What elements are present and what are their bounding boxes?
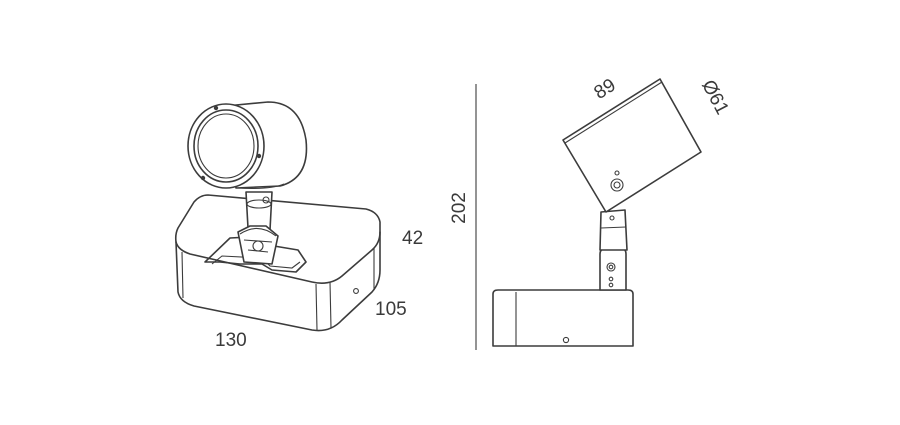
perspective-view: 130 105 42 (174, 101, 423, 351)
head-diameter-label: Ø61 (697, 77, 732, 119)
depth-label: 105 (375, 299, 407, 320)
side-arm (599, 209, 628, 291)
base-height-label: 42 (402, 228, 423, 249)
base-box (174, 194, 381, 332)
total-height-label: 202 (449, 192, 470, 224)
stem-joint (237, 191, 279, 265)
head-length-label: 89 (591, 75, 620, 104)
width-label: 130 (215, 330, 247, 351)
side-view: 202 89 Ø61 (449, 75, 733, 350)
spot-head (187, 101, 308, 190)
side-head (562, 78, 702, 213)
side-base (492, 289, 634, 347)
